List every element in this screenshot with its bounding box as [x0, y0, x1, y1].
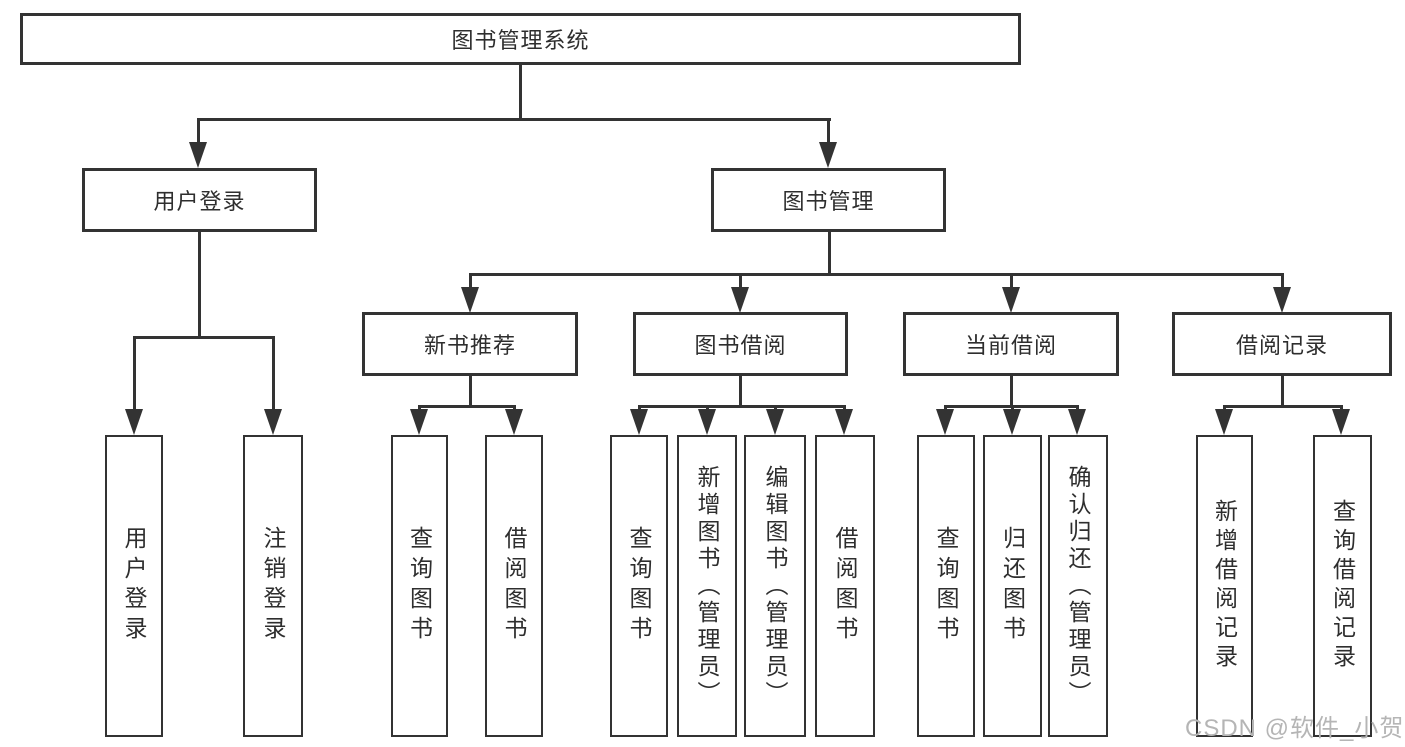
leaf-label: 编辑图书（管理员） — [762, 464, 788, 708]
connector-line-v — [133, 336, 136, 412]
connector-line-h — [197, 118, 831, 121]
leaf-query-book-recommend: 查询图书 — [391, 435, 448, 737]
node-current-borrow: 当前借阅 — [903, 312, 1119, 376]
leaf-label: 新增图书（管理员） — [694, 464, 720, 708]
node-user-login: 用户登录 — [82, 168, 317, 232]
arrowhead-down — [1215, 409, 1233, 435]
connector-line-v — [1010, 273, 1013, 290]
leaf-label: 借阅图书 — [501, 526, 527, 646]
leaf-label: 查询图书 — [626, 526, 652, 646]
node-label: 借阅记录 — [1235, 333, 1328, 358]
connector-line-v — [272, 336, 275, 412]
node-library-management-system: 图书管理系统 — [20, 13, 1021, 65]
arrowhead-down — [1273, 287, 1291, 313]
connector-line-v — [469, 376, 472, 408]
leaf-confirm-return-admin: 确认归还（管理员） — [1048, 435, 1108, 737]
leaf-logout: 注销登录 — [243, 435, 303, 737]
leaf-label: 归还图书 — [999, 526, 1026, 646]
connector-line-h — [418, 405, 516, 408]
arrowhead-down — [731, 287, 749, 313]
connector-line-h — [638, 405, 846, 408]
arrowhead-down — [1068, 409, 1086, 435]
arrowhead-down — [835, 409, 853, 435]
arrowhead-down — [1003, 409, 1021, 435]
arrowhead-down — [1002, 287, 1020, 313]
node-borrow-records: 借阅记录 — [1172, 312, 1392, 376]
leaf-query-borrow-record: 查询借阅记录 — [1313, 435, 1372, 737]
node-label: 图书借阅 — [694, 333, 787, 358]
arrowhead-down — [766, 409, 784, 435]
arrowhead-down — [819, 142, 837, 168]
leaf-label: 查询图书 — [406, 526, 433, 646]
connector-line-v — [739, 273, 742, 290]
connector-line-v — [197, 118, 200, 146]
node-label: 图书管理 — [782, 189, 875, 214]
node-new-book-recommend: 新书推荐 — [362, 312, 578, 376]
connector-line-h — [469, 273, 1283, 276]
arrowhead-down — [125, 409, 143, 435]
connector-line-v — [827, 118, 830, 146]
node-book-management: 图书管理 — [711, 168, 946, 232]
arrowhead-down — [936, 409, 954, 435]
leaf-borrow-book: 借阅图书 — [815, 435, 875, 737]
leaf-return-book: 归还图书 — [983, 435, 1042, 737]
node-label: 当前借阅 — [964, 333, 1057, 358]
leaf-label: 查询借阅记录 — [1329, 499, 1356, 673]
node-label: 用户登录 — [153, 189, 246, 214]
leaf-edit-book-admin: 编辑图书（管理员） — [744, 435, 806, 737]
arrowhead-down — [410, 409, 428, 435]
leaf-query-book-borrow: 查询图书 — [610, 435, 668, 737]
node-book-borrow: 图书借阅 — [633, 312, 848, 376]
arrowhead-down — [630, 409, 648, 435]
leaf-label: 用户登录 — [121, 526, 147, 646]
leaf-label: 注销登录 — [260, 526, 286, 646]
arrowhead-down — [698, 409, 716, 435]
arrowhead-down — [1332, 409, 1350, 435]
leaf-label: 查询图书 — [933, 526, 959, 646]
leaf-add-borrow-record: 新增借阅记录 — [1196, 435, 1253, 737]
connector-line-v — [519, 65, 522, 118]
leaf-label: 新增借阅记录 — [1211, 499, 1238, 673]
connector-line-h — [1223, 405, 1343, 408]
connector-line-v — [1281, 273, 1284, 290]
csdn-watermark: CSDN @软件_小贺同学 — [1185, 715, 1405, 742]
connector-line-v — [469, 273, 472, 290]
connector-line-v — [828, 232, 831, 276]
arrowhead-down — [461, 287, 479, 313]
connector-line-v — [198, 232, 201, 339]
arrowhead-down — [264, 409, 282, 435]
leaf-borrow-book-recommend: 借阅图书 — [485, 435, 543, 737]
node-label: 图书管理系统 — [451, 28, 590, 53]
leaf-user-login: 用户登录 — [105, 435, 163, 737]
arrowhead-down — [505, 409, 523, 435]
leaf-query-book-current: 查询图书 — [917, 435, 975, 737]
connector-line-v — [1010, 376, 1013, 408]
connector-line-v — [1281, 376, 1284, 408]
leaf-add-book-admin: 新增图书（管理员） — [677, 435, 737, 737]
leaf-label: 借阅图书 — [832, 526, 858, 646]
connector-line-h — [133, 336, 275, 339]
leaf-label: 确认归还（管理员） — [1065, 464, 1091, 708]
node-label: 新书推荐 — [423, 333, 516, 358]
arrowhead-down — [189, 142, 207, 168]
connector-line-v — [739, 376, 742, 408]
